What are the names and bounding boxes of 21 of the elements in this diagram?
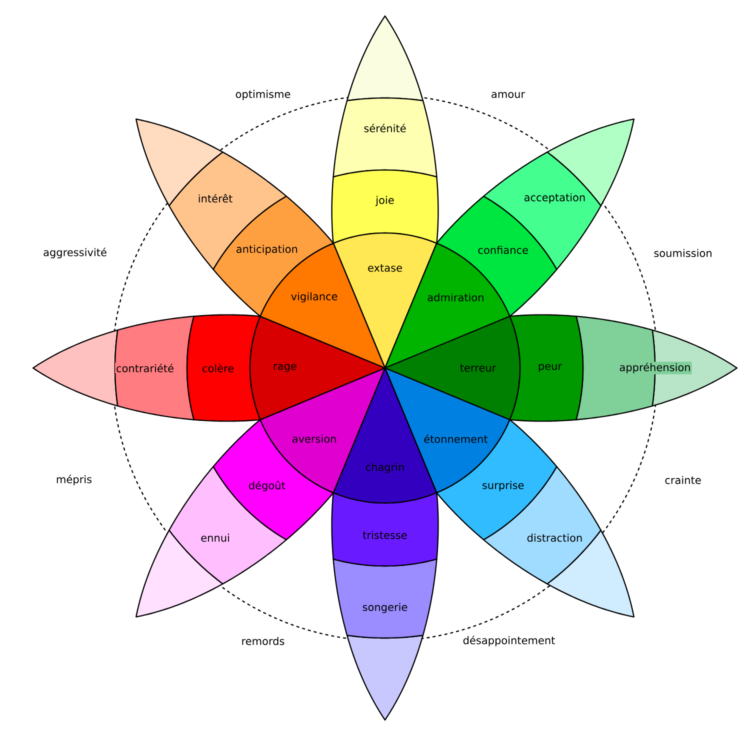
wheel-segment: sérénité bbox=[332, 97, 438, 178]
wheel-segment: contrariété bbox=[114, 316, 194, 420]
dyad-label: soumission bbox=[654, 248, 712, 258]
dyad-label: optimisme bbox=[236, 90, 290, 100]
wheel-segment: tristesse bbox=[331, 492, 439, 567]
dyad-label: mépris bbox=[56, 474, 92, 486]
wheel-segment: terreur bbox=[384, 316, 521, 420]
wheel-segment: joie bbox=[331, 169, 439, 244]
petal-tip bbox=[32, 329, 118, 407]
dyad-label: crainte bbox=[665, 476, 701, 484]
wheel-segment: songerie bbox=[332, 558, 438, 639]
wheel-segment: appréhension bbox=[576, 316, 692, 420]
dyad-label: désappointement bbox=[463, 636, 555, 646]
dyad-label: remords bbox=[242, 636, 284, 646]
wheel-segment: rage bbox=[249, 316, 386, 420]
petal-tip bbox=[346, 634, 424, 721]
dyad-label: amour bbox=[492, 92, 526, 98]
petal-tip bbox=[346, 15, 424, 102]
wheel-segment: peur bbox=[509, 314, 584, 422]
wheel-segment: colère bbox=[186, 314, 261, 422]
dyad-label: aggressivité bbox=[44, 248, 106, 258]
